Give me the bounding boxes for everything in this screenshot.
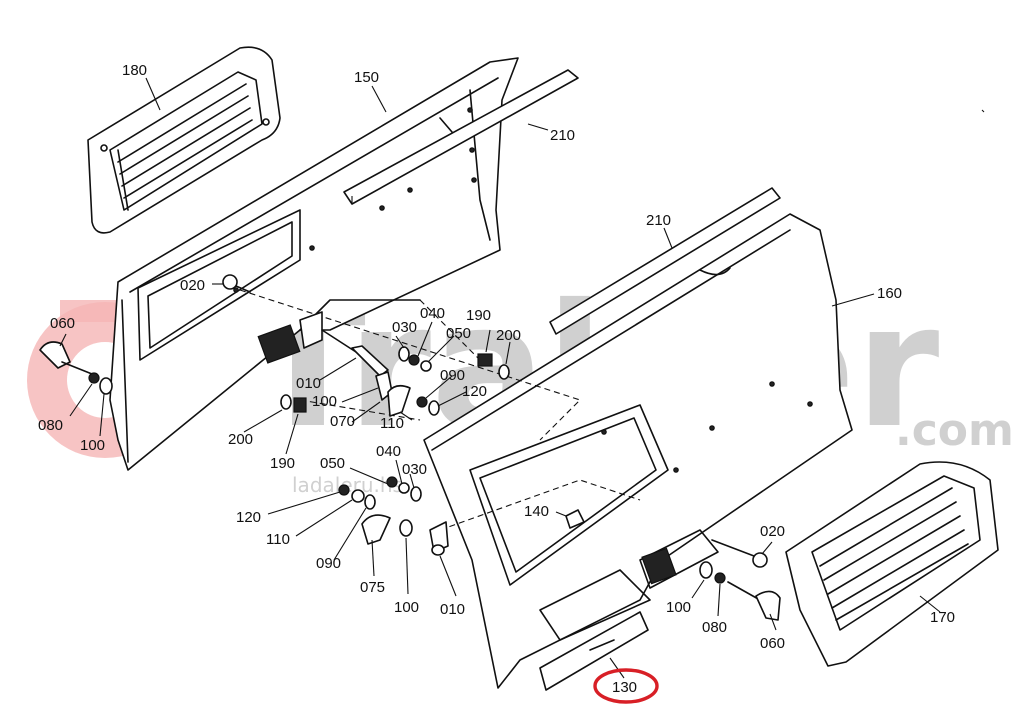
callout-030-lower: 030: [402, 461, 427, 478]
washer-030-upper-icon: [398, 346, 410, 362]
part-210-upper-seal: [343, 69, 579, 205]
bolt-140-icon: [565, 509, 585, 529]
callout-170: 170: [930, 609, 955, 626]
callout-100-left: 100: [80, 437, 105, 454]
nut-090-upper-icon: [416, 396, 428, 408]
handle-060-left-icon: [39, 341, 93, 375]
hook-075-icon: [361, 514, 391, 545]
hardware-left-group: [39, 274, 510, 417]
highlighted-part-130[interactable]: 130: [593, 668, 659, 704]
callout-010-lower: 010: [440, 601, 465, 618]
bolt-020-left-icon: [222, 274, 251, 293]
washer-200-lower-icon: [280, 394, 292, 410]
callout-130[interactable]: 130: [612, 679, 637, 696]
nut-080-right-icon: [714, 572, 726, 584]
callout-050-upper: 050: [446, 325, 471, 342]
clip-190-upper-icon: [477, 353, 493, 367]
callout-040-lower: 040: [376, 443, 401, 460]
callout-110-upper: 110: [380, 415, 404, 432]
bolt-020-right-icon: [711, 539, 768, 568]
washer-110-lower-icon: [351, 489, 365, 503]
hardware-lower-group: [338, 476, 781, 621]
callout-020-right: 020: [760, 523, 785, 540]
nut-050-lower-icon: [386, 476, 398, 488]
callout-090-upper: 090: [440, 367, 465, 384]
part-180-left-grille: [87, 46, 281, 234]
washer-100-lower-icon: [399, 519, 413, 537]
callout-080-right: 080: [702, 619, 727, 636]
stray-mark: [981, 109, 985, 113]
callout-200-lower: 200: [228, 431, 253, 448]
callout-180: 180: [122, 62, 147, 79]
washer-100-left-icon: [99, 377, 113, 395]
washer-120-upper-icon: [428, 400, 440, 416]
callout-090-lower: 090: [316, 555, 341, 572]
callout-110-lower: 110: [266, 531, 290, 548]
leader-lines: [59, 77, 941, 679]
callout-100-lower: 100: [394, 599, 419, 616]
nut-040-lower-icon: [398, 482, 410, 494]
assembly-dashed-lines: [239, 289, 641, 531]
part-160-right-panel: [423, 213, 853, 691]
latch-010-upper-icon: [299, 311, 389, 377]
callout-210-upper: 210: [550, 127, 575, 144]
callout-070: 070: [330, 413, 355, 430]
callout-160: 160: [877, 285, 902, 302]
callout-040-upper: 040: [420, 305, 445, 322]
callout-140: 140: [524, 503, 549, 520]
callout-120-lower: 120: [236, 509, 261, 526]
callout-010-upper: 010: [296, 375, 321, 392]
callout-060-right: 060: [760, 635, 785, 652]
clip-190-lower-icon: [293, 397, 307, 413]
callout-100-right: 100: [666, 599, 691, 616]
callout-030-upper: 030: [392, 319, 417, 336]
callout-060-left: 060: [50, 315, 75, 332]
callout-075: 075: [360, 579, 385, 596]
callout-200-upper: 200: [496, 327, 521, 344]
washer-200-upper-icon: [498, 364, 510, 380]
callout-100-upper: 100: [312, 393, 337, 410]
callout-020-left: 020: [180, 277, 205, 294]
callout-190-upper: 190: [466, 307, 491, 324]
nut-040-upper-icon: [408, 354, 420, 366]
callout-190-lower: 190: [270, 455, 295, 472]
washer-100-right-icon: [699, 561, 713, 579]
callout-labels: 180 150 210 210 160 020 060 080 100 030 …: [38, 62, 955, 652]
nut-120-lower-icon: [338, 484, 350, 496]
handle-060-right-icon: [727, 581, 781, 621]
link-110-icon: [387, 384, 411, 417]
watermark-domain: .com: [895, 405, 1014, 456]
callout-080-left: 080: [38, 417, 63, 434]
part-170-right-grille: [785, 461, 999, 667]
callout-210-lower: 210: [646, 212, 671, 229]
callout-120-upper: 120: [462, 383, 487, 400]
washer-030-lower-icon: [410, 486, 422, 502]
nut-090-lower-icon: [364, 494, 376, 510]
nut-050-upper-icon: [420, 360, 432, 372]
nut-080-left-icon: [88, 372, 100, 384]
part-210-lower-seal: [549, 187, 781, 335]
callout-150: 150: [354, 69, 379, 86]
latch-010-lower-icon: [429, 521, 449, 556]
highlight-ring: [593, 668, 659, 704]
callout-050-lower: 050: [320, 455, 345, 472]
